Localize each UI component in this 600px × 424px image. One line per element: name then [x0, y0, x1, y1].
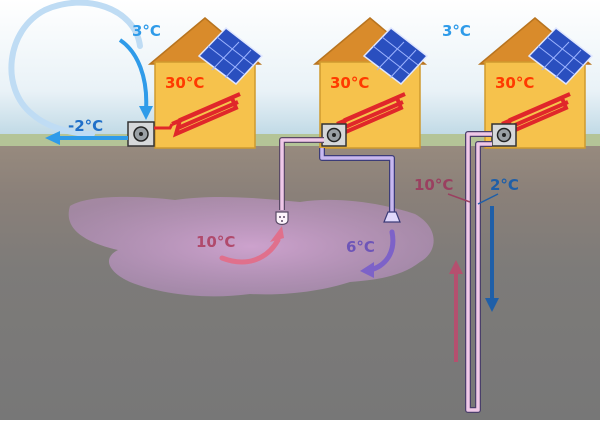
borehole-loop-pipe: [466, 132, 492, 412]
borehole-air-temp-label: 3°C: [442, 22, 471, 40]
house-borehole: 30°C: [477, 17, 594, 149]
groundwater-return-arrowhead: [360, 262, 374, 278]
borehole-down-temp-label: 2°C: [490, 176, 519, 194]
groundwater-pipes: [279, 137, 395, 212]
well-intake-screen: [275, 211, 289, 226]
house2-solar-grid: [372, 36, 419, 79]
groundwater-return-temp-label: 6°C: [346, 238, 375, 256]
house2-heat-pump-unit: [321, 123, 347, 147]
house-groundwater: 30°C: [312, 17, 429, 149]
house3-heat-pump-unit: [491, 123, 517, 147]
borehole-down-arrowhead: [485, 298, 499, 312]
house1-heat-pump-unit: [127, 121, 155, 147]
air-exhaust-temp-label: -2°C: [68, 117, 103, 135]
groundwater-supply-arrowhead: [270, 226, 284, 242]
groundwater-supply-temp-label: 10°C: [196, 233, 235, 251]
air-exhaust-arrowhead: [45, 131, 60, 145]
well-discharge-nozzle: [383, 211, 401, 223]
house3-indoor-temp-label: 30°C: [495, 74, 534, 92]
air-loop: [8, 0, 153, 145]
house3-solar-grid: [537, 36, 584, 79]
groundwater-zone: [68, 196, 434, 297]
borehole-up-arrowhead: [449, 260, 463, 274]
house1-floor-heating: [171, 92, 241, 138]
air-loop-circle: [8, 0, 143, 137]
borehole-up-leader: [447, 193, 471, 203]
air-intake-temp-label: 3°C: [132, 22, 161, 40]
groundwater-supply-pipe: [280, 138, 324, 210]
borehole-up-temp-label: 10°C: [414, 176, 453, 194]
air-intake-arrowhead: [139, 106, 153, 120]
air-intake-arrow: [118, 38, 149, 111]
house3-floor-heating: [501, 92, 571, 138]
house2-indoor-temp-label: 30°C: [330, 74, 369, 92]
borehole-loop: [465, 131, 492, 413]
groundwater-supply-arrow: [219, 237, 281, 265]
house1-indoor-temp-label: 30°C: [165, 74, 204, 92]
house-air-source: 30°C: [127, 17, 264, 149]
house2-floor-heating: [336, 92, 406, 138]
house1-solar-grid: [207, 36, 254, 79]
house1-refrigerant-line: [154, 123, 174, 130]
groundwater-return-pipe: [320, 148, 394, 212]
borehole-down-leader: [477, 193, 499, 205]
